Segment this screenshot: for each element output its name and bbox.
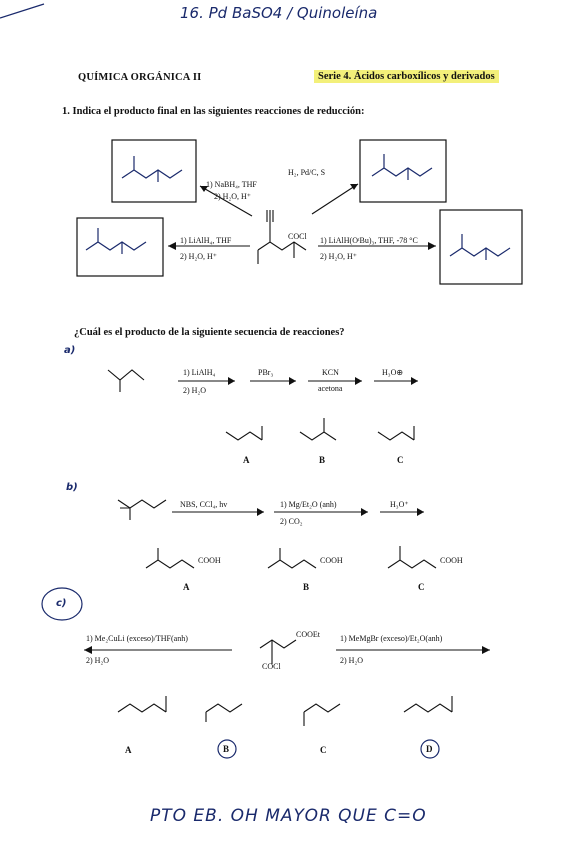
- b-group-b: COOH: [320, 556, 343, 565]
- course-title: QUÍMICA ORGÁNICA II: [78, 72, 202, 83]
- a-step-6: H₃O⊕: [382, 368, 404, 377]
- c-right-step-2: 2) H₂O: [340, 656, 364, 665]
- c-label-b: B: [223, 744, 230, 754]
- question-1: 1. Indica el producto final en las sigui…: [62, 106, 365, 117]
- a-step-2: 2) H₂O: [183, 386, 207, 395]
- c-right-step-1: 1) MeMgBr (exceso)/Et₂O(anh): [340, 634, 443, 643]
- b-label-c: C: [418, 582, 425, 592]
- reagent-nabh4-2: 2) H₂O, H⁺: [214, 192, 252, 201]
- series-title: Serie 4. Ácidos carboxílicos y derivados: [314, 70, 499, 83]
- a-label-b: B: [319, 455, 326, 465]
- center-cocl: COCl: [288, 232, 307, 241]
- c-center-cooet: COOEt: [296, 630, 320, 639]
- b-label-b: B: [303, 582, 310, 592]
- circle-c-b: [217, 739, 237, 759]
- c-label-d: D: [426, 744, 433, 754]
- reagent-lialh-otbu-1: 1) LiAlH(OᵗBu)₃, THF, -78 °C: [320, 236, 418, 245]
- c-label-a: A: [125, 745, 132, 755]
- reagent-lialh4-1: 1) LiAlH₄, THF: [180, 236, 232, 245]
- b-step-1: NBS, CCl₄, hv: [180, 500, 228, 509]
- b-group-c: COOH: [440, 556, 463, 565]
- reagent-h2pd: H₂, Pd/C, S: [288, 168, 326, 177]
- part-a-marker: a): [64, 345, 76, 356]
- handwritten-top-note: 16. Pd BaSO4 / Quinoleína: [180, 4, 378, 22]
- c-label-c: C: [320, 745, 327, 755]
- handwritten-bottom-note: PTO EB. OH MAYOR QUE C=O: [150, 806, 427, 826]
- a-step-4: KCN: [322, 368, 339, 377]
- a-label-c: C: [397, 455, 404, 465]
- product-box-nabh4: [111, 139, 197, 203]
- product-box-lialh4: [76, 217, 164, 277]
- c-center-cocl: COCl: [262, 662, 281, 671]
- b-group-a: COOH: [198, 556, 221, 565]
- question-2: ¿Cuál es el producto de la siguiente sec…: [74, 327, 345, 338]
- a-step-5: acetona: [318, 384, 343, 393]
- a-step-3: PBr₃: [258, 368, 274, 377]
- b-step-2: 1) Mg/Et₂O (anh): [280, 500, 337, 509]
- circle-c-d: [420, 739, 440, 759]
- a-label-a: A: [243, 455, 250, 465]
- a-step-1: 1) LiAlH₄: [183, 368, 216, 377]
- part-b-marker: b): [66, 482, 78, 493]
- c-left-step-2: 2) H₂O: [86, 656, 110, 665]
- b-step-3: 2) CO₂: [280, 517, 303, 526]
- reagent-nabh4-1: 1) NaBH₄, THF: [206, 180, 257, 189]
- part-c-marker: c): [56, 598, 67, 609]
- circle-c-marker: [41, 587, 83, 621]
- c-left-step-1: 1) Me₂CuLi (exceso)/THF(anh): [86, 634, 188, 643]
- product-box-h2pd: [359, 139, 447, 203]
- product-box-lialh-otbu: [439, 209, 523, 285]
- b-label-a: A: [183, 582, 190, 592]
- b-step-4: H₃O⁺: [390, 500, 409, 509]
- reagent-lialh-otbu-2: 2) H₂O, H⁺: [320, 252, 358, 261]
- reagent-lialh4-2: 2) H₂O, H⁺: [180, 252, 218, 261]
